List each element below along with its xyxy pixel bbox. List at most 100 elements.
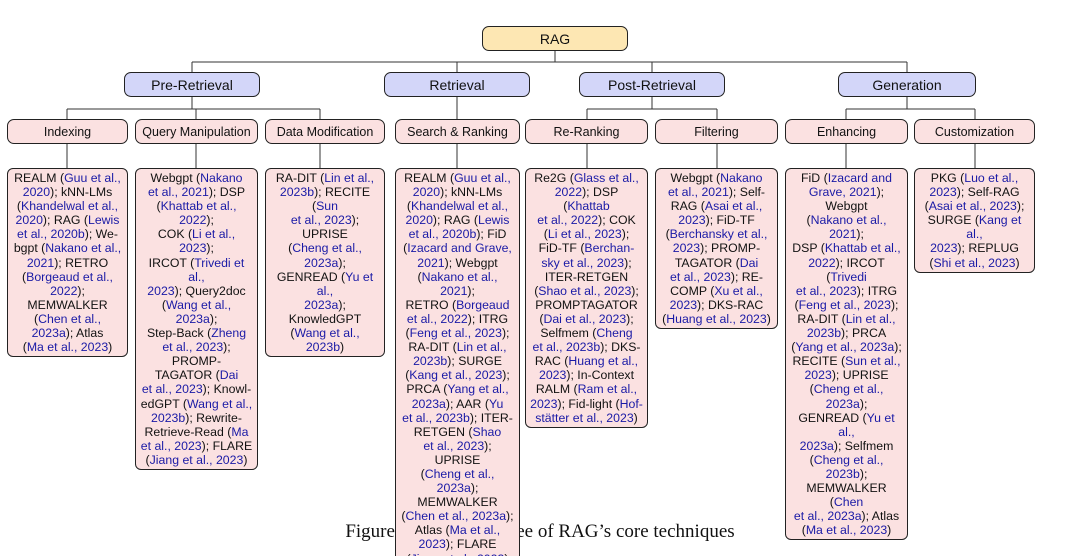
citation-link[interactable]: 2023b — [806, 326, 842, 341]
citation-link[interactable]: 2020 — [412, 185, 441, 200]
citation-link[interactable]: Ma et al., — [449, 523, 501, 538]
citation-link[interactable]: 2023 — [930, 241, 958, 256]
citation-link[interactable]: Lin et al., — [456, 340, 507, 355]
citation-link[interactable]: Cheng et al., 2023b — [813, 452, 884, 481]
citation-link[interactable]: 2020 — [15, 213, 43, 228]
citation-link[interactable]: Khattab et al., — [824, 241, 901, 256]
citation-link[interactable]: Xu et al., — [714, 283, 763, 298]
citation-link[interactable]: Yu et al., — [316, 269, 374, 298]
citation-link[interactable]: Li et al., 2023 — [547, 227, 622, 242]
citation-link[interactable]: Wang et al., — [187, 396, 253, 411]
citation-link[interactable]: Kang et al., — [966, 213, 1022, 242]
citation-link[interactable]: Cheng et al., 2023a — [813, 382, 884, 411]
citation-link[interactable]: Huang et al., 2023 — [666, 311, 767, 326]
citation-link[interactable]: Zheng — [211, 326, 247, 341]
citation-link[interactable]: Berchan- — [584, 241, 635, 256]
citation-link[interactable]: Lin et al., — [324, 171, 375, 185]
citation-link[interactable]: Khattab — [567, 199, 610, 214]
citation-link[interactable]: Khattab et al., 2022 — [160, 199, 237, 228]
citation-link[interactable]: Lewis — [478, 213, 510, 228]
citation-link[interactable]: Li et al., 2023 — [179, 227, 236, 256]
citation-link[interactable]: Lewis — [88, 213, 120, 228]
citation-link[interactable]: Nakano — [200, 171, 243, 185]
citation-link[interactable]: 2022 — [808, 255, 836, 270]
citation-link[interactable]: 2023a — [304, 297, 339, 312]
citation-link[interactable]: Ma et al., 2023 — [26, 340, 109, 355]
citation-link[interactable]: Shao — [472, 424, 502, 439]
citation-link[interactable]: Ma — [231, 424, 249, 439]
citation-link[interactable]: Ram et al., — [577, 382, 638, 397]
citation-link[interactable]: Shi et al., 2023 — [933, 255, 1016, 270]
citation-link[interactable]: Lin et al., — [845, 311, 896, 326]
citation-link[interactable]: Nakano — [720, 171, 763, 185]
citation-link[interactable]: et al., 2021 — [667, 185, 729, 200]
citation-link[interactable]: Trivedi et al., — [188, 255, 245, 284]
citation-link[interactable]: 2023a — [411, 396, 446, 411]
citation-link[interactable]: 2023a — [799, 438, 834, 453]
citation-link[interactable]: et al., 2020b — [408, 227, 477, 242]
citation-link[interactable]: Yang et al., — [447, 382, 509, 397]
citation-link[interactable]: sky et al., 2023 — [541, 255, 625, 270]
citation-link[interactable]: et al., 2023a — [793, 509, 862, 524]
citation-link[interactable]: 2023a — [31, 326, 66, 341]
citation-link[interactable]: Jiang et al., 2023 — [411, 552, 505, 556]
citation-link[interactable]: Yang et al., 2023a — [795, 340, 895, 355]
citation-link[interactable]: Cheng et al., 2023a — [424, 466, 495, 496]
citation-link[interactable]: Nakano et al., — [45, 241, 122, 256]
citation-link[interactable]: et al., 2023 — [423, 438, 485, 453]
citation-link[interactable]: Izacard and — [827, 171, 892, 185]
citation-link[interactable]: et al., 2021 — [147, 185, 209, 200]
citation-link[interactable]: 2023 — [678, 213, 706, 228]
citation-link[interactable]: Berchansky et al., — [669, 227, 768, 242]
citation-link[interactable]: Luo et al., — [964, 171, 1019, 185]
citation-link[interactable]: Cheng et al., 2023a — [292, 241, 362, 270]
citation-link[interactable]: Wang et al., 2023a — [165, 297, 232, 326]
citation-link[interactable]: Khandelwal et al., — [411, 199, 509, 214]
citation-link[interactable]: Ma et al., 2023 — [805, 523, 888, 538]
citation-link[interactable]: Chen et al., — [38, 311, 101, 326]
citation-link[interactable]: 2021 — [417, 255, 445, 270]
citation-link[interactable]: 2023 — [147, 283, 175, 298]
citation-link[interactable]: Feng et al., 2023 — [409, 326, 502, 341]
citation-link[interactable]: Asai et al., — [704, 199, 763, 214]
citation-link[interactable]: Cheng — [596, 326, 633, 341]
citation-link[interactable]: Nakano et al., 2021 — [421, 269, 498, 298]
citation-link[interactable]: Nakano et al., 2021 — [810, 213, 887, 242]
citation-link[interactable]: Feng et al., 2023 — [798, 297, 891, 312]
citation-link[interactable]: Chen et al., 2023a — [405, 509, 507, 524]
citation-link[interactable]: 2021 — [26, 255, 55, 270]
citation-link[interactable]: Guu et al., — [64, 171, 121, 185]
citation-link[interactable]: et al., 2023 — [140, 438, 202, 453]
citation-link[interactable]: et al., 2022 — [406, 311, 468, 326]
citation-link[interactable]: Chen — [833, 495, 864, 510]
citation-link[interactable]: Dai et al., 2023 — [543, 311, 627, 326]
citation-link[interactable]: Dai — [739, 255, 759, 270]
citation-link[interactable]: Guu et al., — [454, 171, 511, 185]
citation-link[interactable]: Borgeaud — [456, 297, 510, 312]
citation-link[interactable]: Sun et al., — [845, 354, 901, 369]
citation-link[interactable]: 2023b — [279, 185, 315, 200]
citation-link[interactable]: Huang et al., — [568, 354, 639, 369]
citation-link[interactable]: et al., 2023 — [795, 283, 857, 298]
citation-link[interactable]: 2023 — [538, 368, 567, 383]
citation-link[interactable]: 2020 — [22, 185, 51, 200]
citation-link[interactable]: Dai — [219, 368, 239, 383]
citation-link[interactable]: 2023 — [669, 297, 698, 312]
citation-link[interactable]: et al., 2020b — [17, 227, 85, 242]
citation-link[interactable]: 2022 — [50, 283, 78, 298]
citation-link[interactable]: et al., 2022 — [537, 213, 599, 228]
citation-link[interactable]: Hof- — [619, 396, 643, 411]
citation-link[interactable]: Khandelwal et al., — [21, 199, 119, 214]
citation-link[interactable]: Shao et al., 2023 — [538, 283, 632, 298]
citation-link[interactable]: et al., 2023 — [290, 213, 352, 228]
citation-link[interactable]: 2023 — [530, 396, 558, 411]
citation-link[interactable]: et al., 2023 — [162, 340, 224, 355]
citation-link[interactable]: et al., 2023 — [670, 269, 731, 284]
citation-link[interactable]: Izacard and Grave, — [407, 241, 512, 256]
citation-link[interactable]: Yu — [488, 396, 504, 411]
citation-link[interactable]: 2023 — [929, 185, 957, 200]
citation-link[interactable]: Yu et al., — [838, 410, 895, 439]
citation-link[interactable]: 2023 — [418, 537, 446, 552]
citation-link[interactable]: 2023b — [151, 410, 186, 425]
citation-link[interactable]: et al., 2023b — [532, 340, 601, 355]
